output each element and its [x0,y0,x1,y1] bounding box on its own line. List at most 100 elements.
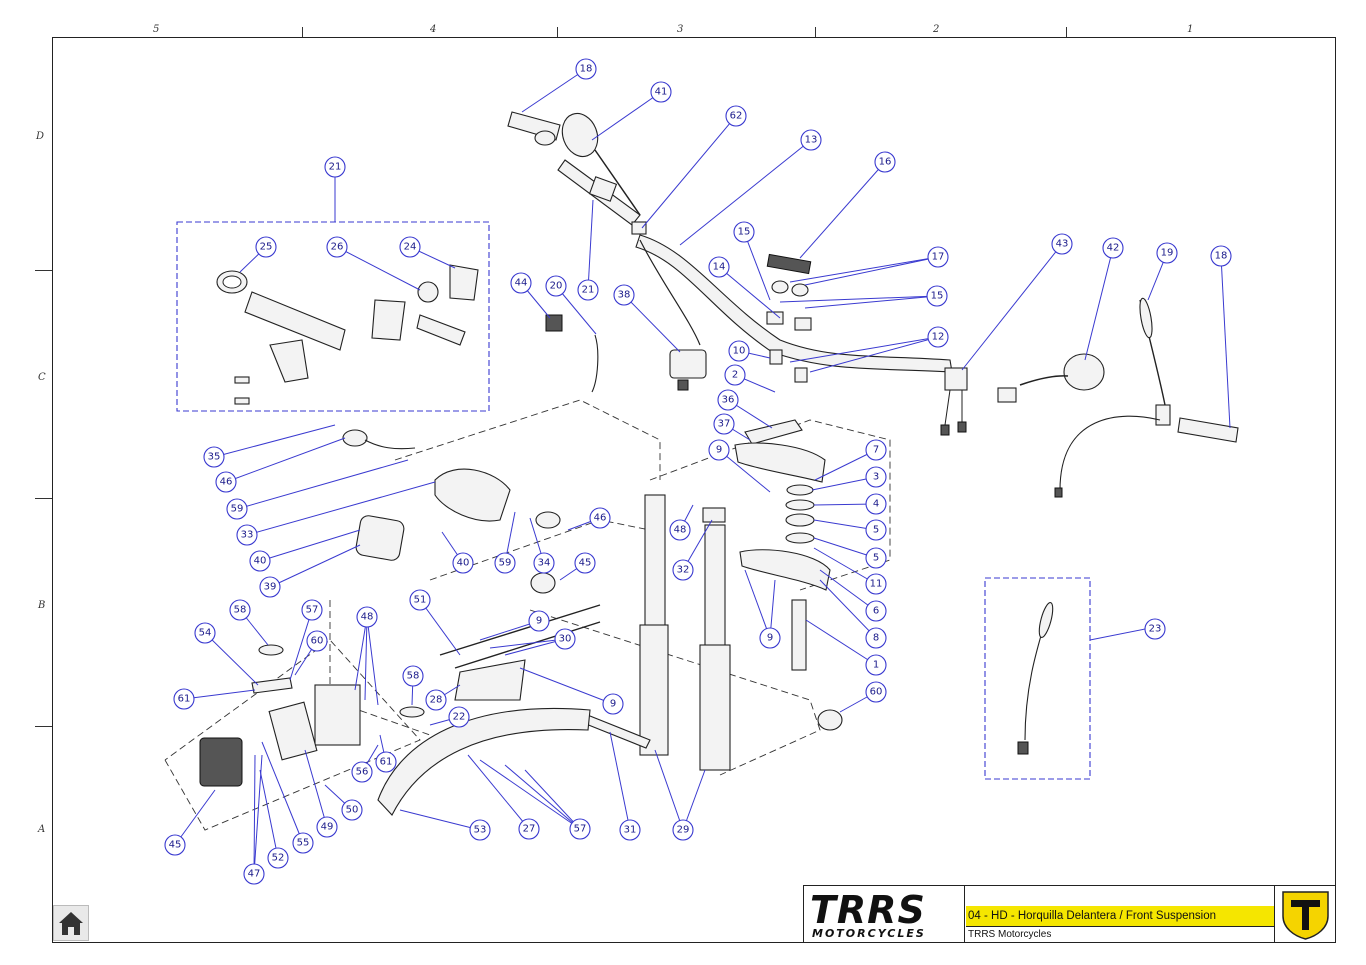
mirror-clamp [997,387,1017,403]
company-name: TRRS Motorcycles [966,926,1274,942]
part-balloon-number: 42 [1107,243,1120,254]
cable-guide [744,419,803,445]
part-balloon-number: 15 [931,291,944,302]
part-balloon-number: 29 [677,825,690,836]
home-icon [59,912,83,935]
part-balloon: 49 [316,816,338,838]
connector [957,421,967,433]
bearing [786,484,814,496]
part-balloon-number: 16 [879,157,892,168]
part-balloon-number: 53 [474,825,487,836]
brake-master [1155,404,1171,426]
part-balloon: 29 [672,819,694,841]
cable-lever [1038,602,1054,638]
part-balloon: 33 [236,524,258,546]
part-balloon-number: 49 [321,822,334,833]
part-balloon-number: 59 [231,504,244,515]
part-balloon-number: 33 [241,530,254,541]
part-balloon-number: 27 [523,824,536,835]
part-balloon-number: 54 [199,628,212,639]
part-balloon-number: 61 [178,694,191,705]
part-balloon-number: 23 [1149,624,1162,635]
part-balloon-number: 58 [234,605,247,616]
part-balloon: 10 [728,340,750,362]
part-balloon: 15 [733,221,755,243]
part-balloon: 57 [301,599,323,621]
part-balloon: 21 [324,156,346,178]
riser [794,367,808,383]
part-balloon-number: 46 [220,477,233,488]
part-balloon: 11 [865,573,887,595]
part-balloon-number: 60 [870,687,883,698]
part-balloon: 36 [717,389,739,411]
part-balloon: 14 [708,256,730,278]
part-balloon-number: 17 [932,252,945,263]
part-balloon: 54 [194,622,216,644]
home-button[interactable] [53,905,89,941]
zone-tick [1066,27,1067,37]
part-balloon: 58 [229,599,251,621]
part-balloon-number: 1 [873,660,879,671]
part-balloon-number: 13 [805,135,818,146]
part-balloon-number: 40 [254,556,267,567]
throttle-clamp [269,339,309,383]
part-balloon-number: 24 [404,242,417,253]
zone-label-left: C [38,372,46,383]
part-balloon: 5 [865,547,887,569]
grip-ring [534,130,556,146]
connector [1054,487,1063,498]
part-balloon: 20 [545,275,567,297]
throttle-tube [416,314,466,346]
part-balloon-number: 58 [407,671,420,682]
part-balloon: 4 [865,493,887,515]
part-balloon: 61 [173,688,195,710]
mudguard-bracket [454,659,526,701]
part-balloon: 12 [927,326,949,348]
part-balloon: 8 [865,627,887,649]
front-mudguard [377,707,591,816]
connector [1017,741,1029,755]
bracket [251,677,293,694]
part-balloon-number: 21 [582,285,595,296]
part-balloon: 47 [243,863,265,885]
bearing [785,499,815,511]
part-balloon-number: 18 [1215,251,1228,262]
fork-leg-left [639,624,669,756]
part-balloon: 9 [708,439,730,461]
part-balloon: 31 [619,819,641,841]
part-balloon: 9 [759,627,781,649]
fork-leg-right [699,644,731,771]
headlight-shell [434,468,511,522]
zone-label-left: B [38,600,46,611]
part-balloon: 42 [1102,237,1124,259]
group-box-23 [984,577,1091,780]
bar-clamp-top [766,253,812,275]
part-balloon: 35 [203,446,225,468]
part-balloon: 51 [409,589,431,611]
part-balloon-number: 38 [618,290,631,301]
part-balloon-number: 59 [499,558,512,569]
part-balloon: 46 [589,507,611,529]
part-balloon: 21 [577,279,599,301]
part-balloon-number: 7 [873,445,879,456]
part-balloon: 39 [259,576,281,598]
zone-tick [35,270,52,271]
part-balloon-number: 31 [624,825,637,836]
part-balloon: 41 [650,81,672,103]
right-mirror [1063,353,1105,391]
part-balloon: 27 [518,818,540,840]
part-balloon-number: 45 [169,840,182,851]
part-balloon: 59 [494,552,516,574]
cable-clamp-62 [631,221,647,235]
part-balloon-number: 61 [380,757,393,768]
part-balloon-number: 20 [550,281,563,292]
zone-label-top: 3 [677,24,684,35]
connector [940,424,950,436]
throttle-bearing [417,281,439,303]
part-balloon: 45 [164,834,186,856]
part-balloon: 48 [356,606,378,628]
part-balloon: 61 [375,751,397,773]
indicator-left [342,429,368,447]
